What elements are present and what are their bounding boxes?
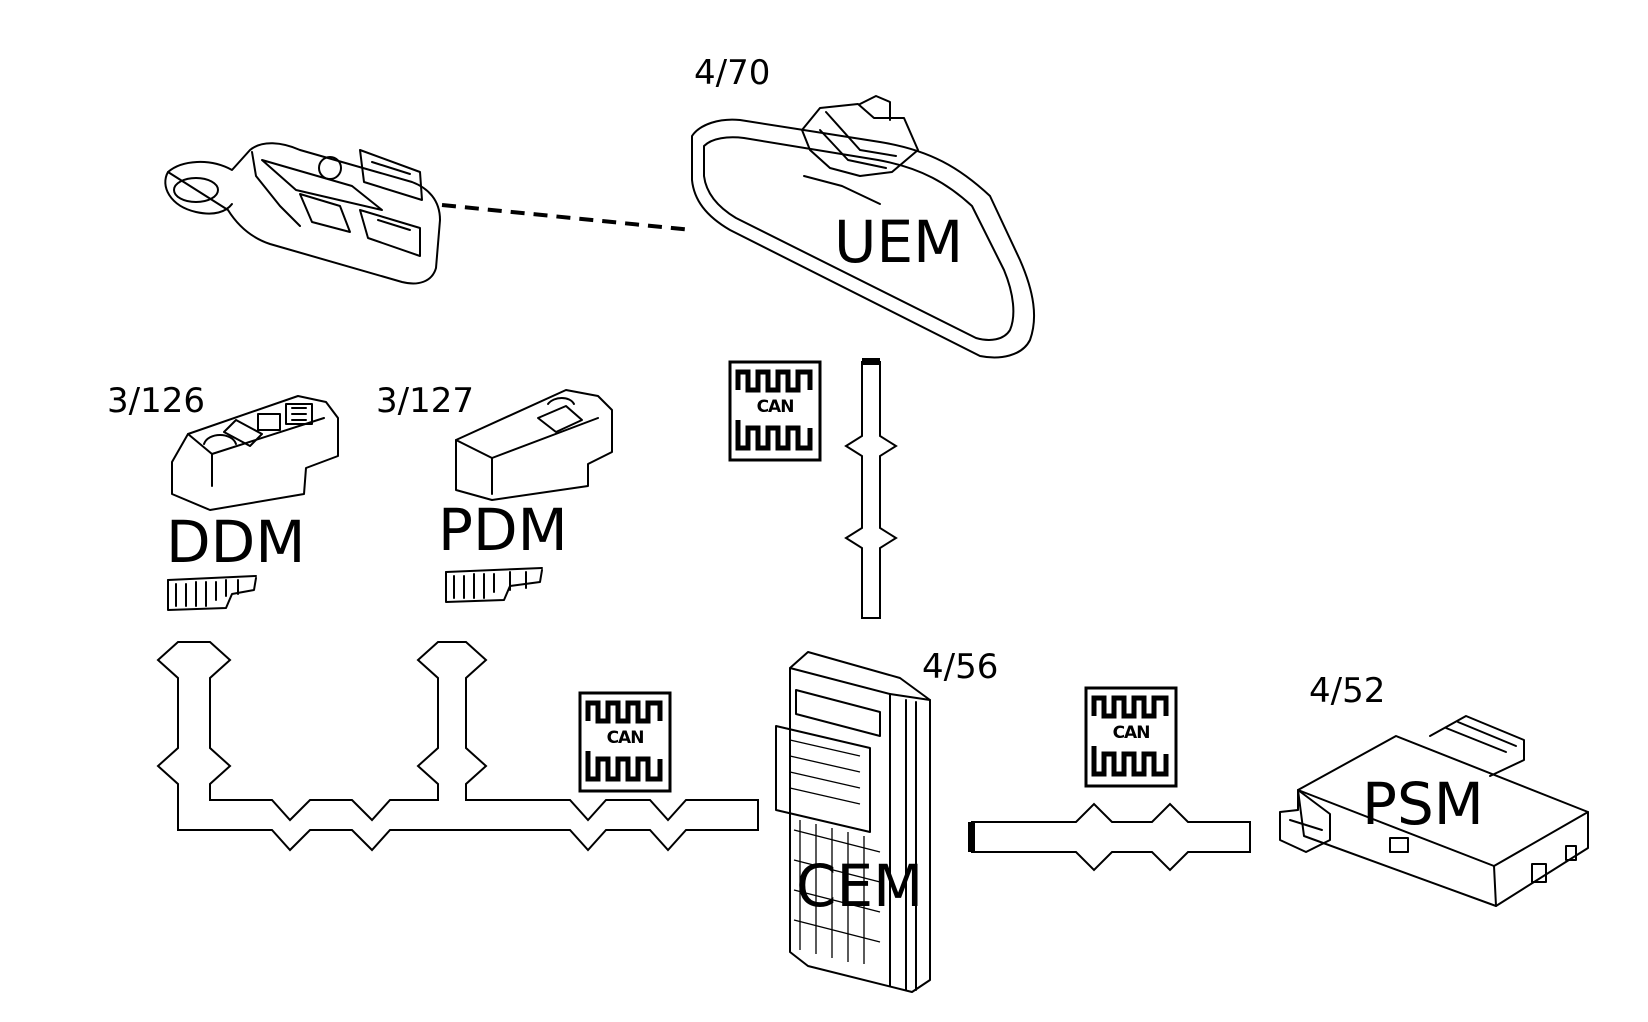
ddm-module [167, 395, 339, 611]
cem-name-label: CEM [796, 852, 923, 920]
can-bus-uem-cem [844, 358, 898, 619]
can-badge-label: CAN [757, 397, 794, 417]
psm-name-label: PSM [1362, 770, 1484, 838]
uem-name-label: UEM [834, 208, 963, 276]
can-badge-left: CAN [578, 691, 672, 793]
psm-ref-label: 4/52 [1309, 671, 1385, 711]
ddm-name-label: DDM [166, 508, 305, 576]
ddm-ref-label: 3/126 [107, 381, 205, 421]
cem-module [775, 651, 931, 993]
uem-ref-label: 4/70 [694, 53, 770, 93]
can-bus-ddm-pdm-cem [156, 641, 759, 852]
can-bus-cem-psm [968, 802, 1251, 872]
cem-ref-label: 4/56 [922, 647, 998, 687]
wireless-link [441, 203, 693, 232]
pdm-module [445, 389, 613, 603]
can-badge-label: CAN [607, 728, 644, 748]
can-badge-psm: CAN [1084, 686, 1178, 788]
can-badge-label: CAN [1113, 723, 1150, 743]
uem-module [691, 95, 1036, 359]
pdm-name-label: PDM [438, 496, 568, 564]
can-badge-uem: CAN [728, 360, 822, 462]
pdm-ref-label: 3/127 [376, 381, 474, 421]
psm-module [1279, 715, 1589, 907]
remote-key-fob [164, 142, 441, 285]
